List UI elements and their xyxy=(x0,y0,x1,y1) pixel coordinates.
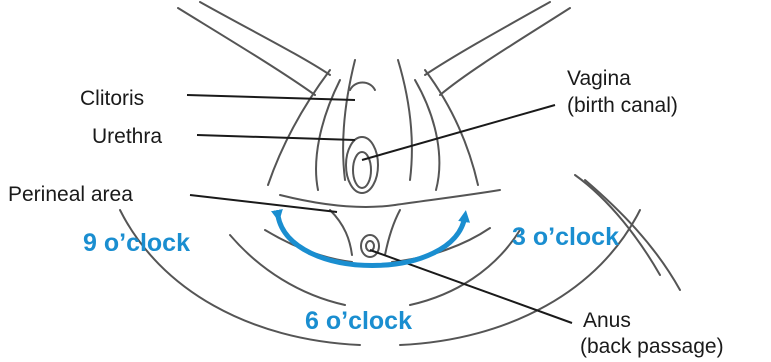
vagina-pointer xyxy=(362,105,555,160)
three-oclock-label: 3 o’clock xyxy=(512,222,619,252)
perineal-area-label: Perineal area xyxy=(8,182,133,208)
sketch-outlines xyxy=(120,2,680,345)
nine-oclock-label: 9 o’clock xyxy=(83,228,190,258)
anus-sublabel: (back passage) xyxy=(580,334,724,360)
perineal-pointer xyxy=(190,195,337,212)
six-oclock-label: 6 o’clock xyxy=(305,306,412,336)
urethra-pointer xyxy=(197,135,355,140)
clitoris-label: Clitoris xyxy=(80,86,144,112)
vagina-label: Vagina xyxy=(567,66,631,92)
vagina-sublabel: (birth canal) xyxy=(567,93,678,119)
anus-label: Anus xyxy=(583,308,631,334)
pointer-lines xyxy=(187,95,572,323)
urethra-label: Urethra xyxy=(92,124,162,150)
clitoris-pointer xyxy=(187,95,355,100)
